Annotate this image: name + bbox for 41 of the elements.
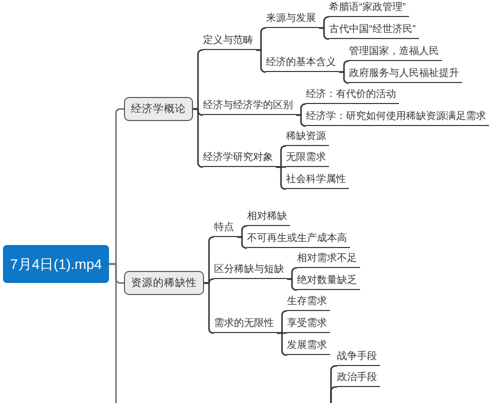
subtopic-label: 稀缺资源	[286, 131, 329, 146]
subtopic-label: 社会科学属性	[286, 174, 349, 190]
subtopic-label: 无限需求	[286, 152, 329, 168]
branch-line	[193, 108, 204, 168]
subtopic-label: 管理国家，造福人民	[349, 46, 442, 62]
branch-line	[277, 332, 288, 356]
subtopic-label: 政府服务与人民福祉提升	[349, 68, 462, 84]
subtopic-label: 区分稀缺与短缺	[214, 264, 287, 280]
subtopic-label: 相对稀缺	[247, 211, 290, 226]
branch-line	[296, 114, 306, 127]
subtopic-label: 需求的无限性	[214, 318, 277, 334]
subtopic-label: 发展需求	[287, 340, 330, 356]
branch-line	[256, 49, 266, 73]
branch-line	[237, 236, 248, 249]
subtopic-label: 经济学：研究如何使用稀缺资源满足需求	[306, 111, 489, 126]
branch-line	[330, 386, 337, 403]
subtopic-label: 经济学研究对象	[203, 152, 276, 168]
topic-box: 经济学概论	[124, 97, 193, 121]
subtopic-label: 生存需求	[287, 296, 330, 312]
topic-box: 资源的稀缺性	[124, 271, 204, 295]
branch-line	[204, 282, 214, 334]
subtopic-label: 特点	[214, 222, 237, 238]
branch-line	[339, 71, 350, 84]
branch-line	[109, 263, 117, 403]
subtopic-label: 不可再生或生产成本高	[247, 233, 350, 248]
subtopic-label: 来源与发展	[266, 13, 319, 28]
subtopic-label: 古代中国“经世济民”	[329, 24, 419, 40]
subtopic-label: 享受需求	[287, 318, 330, 334]
subtopic-label: 经济与经济学的区别	[203, 100, 296, 116]
branch-line	[276, 166, 286, 190]
subtopic-label: 绝对数量缺乏	[297, 275, 360, 290]
subtopic-label: 希腊语“家政管理”	[329, 2, 409, 18]
branch-line	[287, 278, 298, 291]
subtopic-label: 相对需求不足	[297, 253, 360, 268]
subtopic-label: 定义与范畴	[203, 35, 256, 50]
subtopic-label: 经济：有代价的活动	[306, 89, 399, 104]
subtopic-label: 政治手段	[337, 372, 380, 388]
subtopic-label: 经济的基本含义	[266, 57, 339, 72]
root-topic-box: 7月4日(1).mp4	[3, 245, 109, 283]
branch-line	[319, 27, 330, 40]
subtopic-label: 战争手段	[337, 351, 380, 366]
